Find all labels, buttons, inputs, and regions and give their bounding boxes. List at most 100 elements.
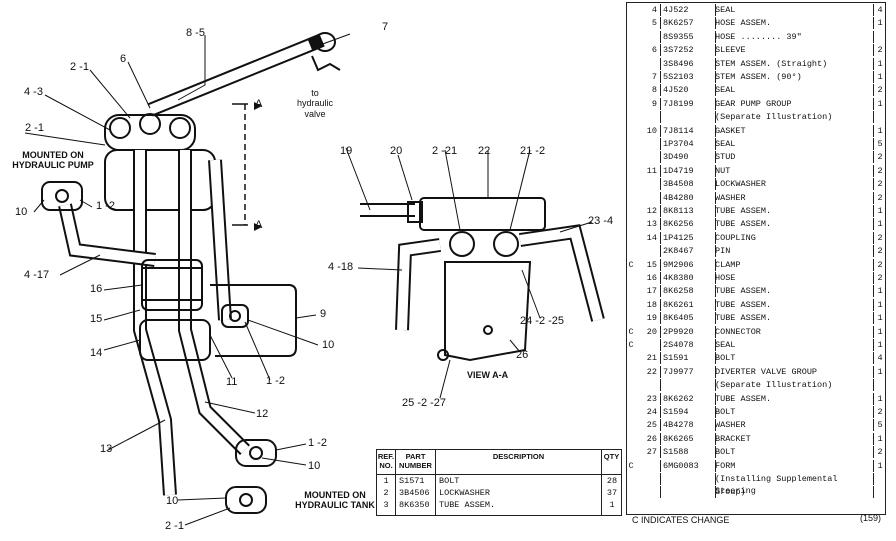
parts-part-number-cell: 8K6258 bbox=[660, 285, 716, 298]
parts-list-row: Group) bbox=[627, 486, 886, 499]
parts-ref-cell: 16 bbox=[646, 273, 657, 283]
parts-qty-cell: 2 bbox=[873, 151, 886, 164]
page-code: (159) bbox=[860, 513, 882, 523]
parts-qty-cell bbox=[873, 379, 886, 392]
callout-1-2-low: 1 -2 bbox=[308, 437, 327, 449]
note-hydraulic-pump: MOUNTED ON HYDRAULIC PUMP bbox=[12, 150, 94, 171]
parts-desc-cell: GEAR PUMP GROUP bbox=[715, 98, 792, 109]
parts-ref-cell: 27 bbox=[646, 447, 657, 458]
parts-chg-cell: C bbox=[628, 340, 634, 350]
callout-2-1-left: 2 -1 bbox=[25, 122, 44, 134]
parts-part-number-cell: 4J522 bbox=[660, 4, 716, 16]
parts-part-number-cell bbox=[660, 486, 716, 499]
parts-qty-cell: 1 bbox=[873, 312, 886, 325]
callout-7: 7 bbox=[382, 21, 389, 33]
parts-part-number-cell: 5S2103 bbox=[660, 71, 716, 83]
parts-qty-cell: 1 bbox=[873, 205, 886, 217]
parts-chg-cell: C bbox=[628, 460, 634, 471]
parts-part-number-cell: 6MG0083 bbox=[660, 459, 716, 472]
callout-20: 20 bbox=[390, 145, 403, 157]
small-table-qty-cell: 1 bbox=[609, 500, 615, 510]
small-table-part-cell: 8K6350 bbox=[399, 500, 430, 510]
parts-ref-cell: 12 bbox=[646, 206, 657, 216]
small-table-qty-cell: 37 bbox=[606, 488, 618, 498]
small-table-ref-cell: 1 bbox=[383, 476, 389, 486]
parts-qty-cell: 4 bbox=[873, 4, 886, 16]
parts-desc-cell: SLEEVE bbox=[715, 45, 746, 56]
parts-list-row: 3S8496 STEM ASSEM. (Straight)1 bbox=[627, 57, 885, 70]
callout-2-1-bottom: 2 -1 bbox=[165, 520, 184, 532]
callout-11: 11 bbox=[226, 376, 238, 388]
callout-10-left: 10 bbox=[15, 206, 28, 218]
parts-part-number-cell: 3B4508 bbox=[660, 178, 716, 191]
small-table-part-cell: S1571 bbox=[399, 476, 425, 486]
parts-part-number-cell: S1591 bbox=[660, 352, 716, 365]
parts-part-number-cell: 8K6257 bbox=[660, 17, 716, 30]
parts-qty-cell: 2 bbox=[873, 258, 886, 271]
parts-qty-cell bbox=[873, 486, 886, 499]
note-hydraulic-valve: to hydraulic valve bbox=[296, 88, 334, 119]
parts-ref-cell: 7 bbox=[651, 72, 657, 82]
parts-ref-cell: 4 bbox=[651, 5, 657, 15]
section-mark-a-bottom: A bbox=[255, 219, 263, 231]
parts-ref-cell: 19 bbox=[646, 313, 657, 324]
parts-part-number-cell: 2S4078 bbox=[660, 339, 716, 351]
parts-desc-cell: (Separate Illustration) bbox=[715, 380, 833, 391]
parts-list-row: 8S9355 HOSE ........ 39" bbox=[627, 30, 885, 43]
parts-part-number-cell: 1D4719 bbox=[660, 164, 716, 177]
parts-part-number-cell: 8K6405 bbox=[660, 312, 716, 325]
parts-desc-cell: SEAL bbox=[715, 139, 736, 149]
note-hydraulic-tank: MOUNTED ON HYDRAULIC TANK bbox=[295, 490, 375, 511]
parts-desc-cell: Group) bbox=[715, 487, 746, 498]
parts-qty-cell: 2 bbox=[873, 44, 886, 57]
parts-part-number-cell: 8K6261 bbox=[660, 298, 716, 311]
callout-4-3: 4 -3 bbox=[24, 86, 43, 98]
parts-ref-cell: 22 bbox=[646, 366, 657, 377]
callout-9: 9 bbox=[320, 308, 327, 320]
parts-part-number-cell bbox=[660, 111, 716, 124]
parts-desc-cell: PIN bbox=[715, 246, 731, 257]
parts-qty-cell: 2 bbox=[873, 446, 886, 459]
callout-6: 6 bbox=[120, 53, 127, 65]
callout-4-17: 4 -17 bbox=[24, 269, 50, 281]
parts-desc-cell: LOCKWASHER bbox=[715, 179, 767, 190]
callout-10-bottom: 10 bbox=[166, 495, 179, 507]
parts-qty-cell: 1 bbox=[873, 124, 886, 137]
parts-desc-cell: TUBE ASSEM. bbox=[715, 286, 772, 297]
parts-ref-cell: 18 bbox=[646, 299, 657, 310]
parts-qty-cell: 1 bbox=[873, 365, 886, 378]
parts-part-number-cell: 3D490 bbox=[660, 151, 716, 164]
parts-ref-cell: 5 bbox=[651, 18, 657, 29]
parts-part-number-cell: 1P3704 bbox=[660, 138, 716, 150]
parts-list-row: (Separate Illustration) bbox=[627, 111, 885, 124]
parts-part-number-cell: 2K8467 bbox=[660, 245, 716, 258]
section-mark-a-top: A bbox=[255, 98, 263, 110]
header-qty: QTY bbox=[602, 450, 621, 475]
parts-qty-cell: 2 bbox=[873, 178, 886, 191]
callout-12: 12 bbox=[256, 408, 269, 420]
small-table-desc-cell: BOLT bbox=[439, 476, 460, 486]
parts-desc-cell: HOSE ........ 39" bbox=[715, 31, 802, 42]
small-table-ref-cell: 2 bbox=[383, 488, 389, 498]
callout-25-2-27: 25 -2 -27 bbox=[402, 397, 447, 409]
parts-desc-cell: HOSE ASSEM. bbox=[715, 18, 772, 29]
